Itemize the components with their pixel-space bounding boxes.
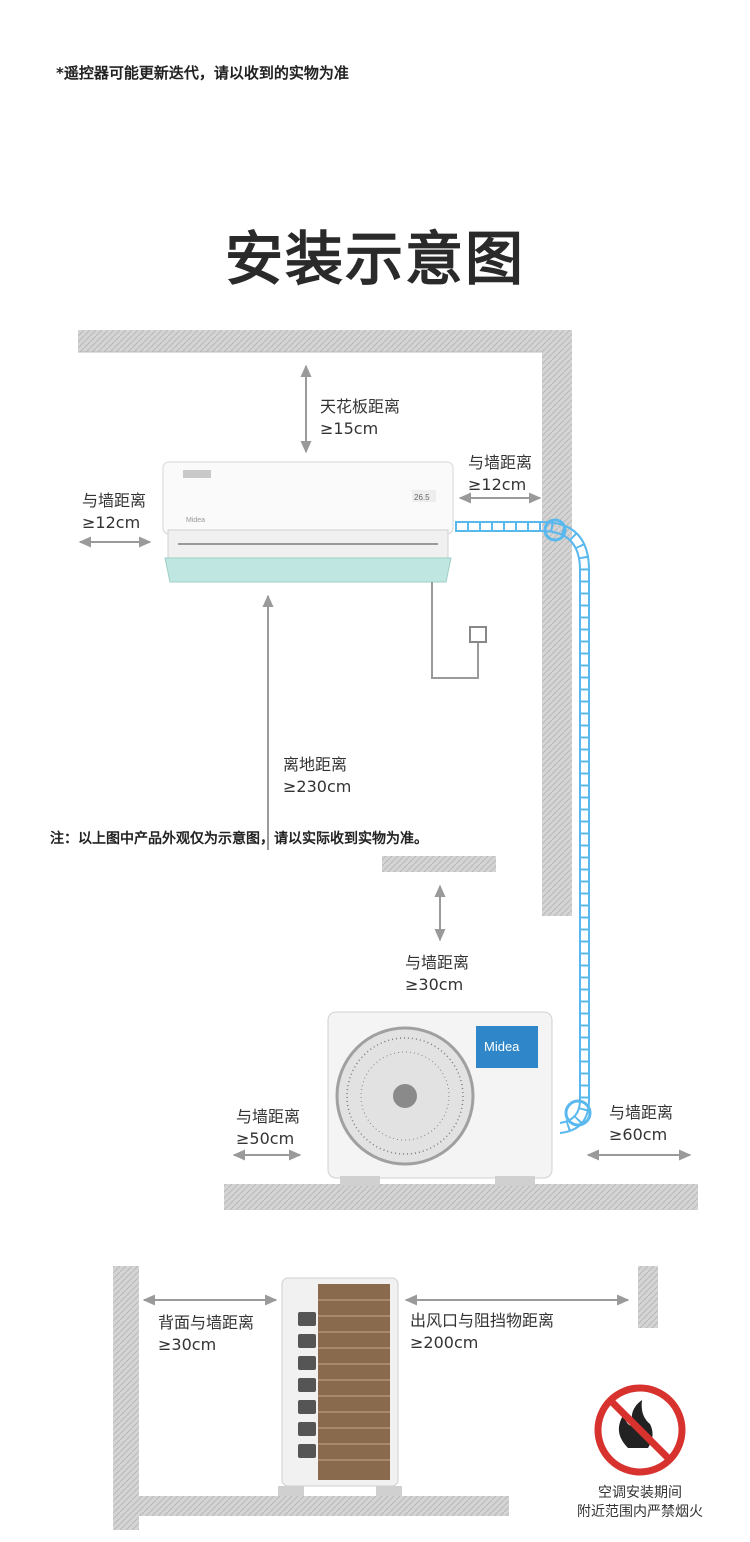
ceiling-clearance-value: ≥15cm bbox=[320, 419, 379, 438]
no-smoking-line2: 附近范围内严禁烟火 bbox=[577, 1504, 703, 1520]
appearance-disclaimer: 注：以上图中产品外观仅为示意图，请以实际收到实物为准。 bbox=[50, 831, 428, 847]
refrigerant-pipe bbox=[455, 518, 592, 1134]
right-wall-clearance-title: 与墙距离 bbox=[468, 453, 533, 472]
outdoor-ac-unit: Midea bbox=[327, 1011, 553, 1186]
outdoor-right-clearance-label: 与墙距离 ≥60cm bbox=[609, 1102, 673, 1146]
left-wall-clearance-value: ≥12cm bbox=[82, 513, 141, 532]
floor-clearance-label: 离地距离 ≥230cm bbox=[283, 754, 351, 798]
right-wall-clearance-value: ≥12cm bbox=[468, 475, 527, 494]
outdoor-top-clearance-title: 与墙距离 bbox=[405, 953, 470, 972]
outlet-clearance-value: ≥200cm bbox=[410, 1333, 479, 1352]
outdoor-top-clearance-value: ≥30cm bbox=[405, 975, 464, 994]
outdoor-left-clearance-label: 与墙距离 ≥50cm bbox=[236, 1106, 300, 1150]
right-wall-clearance-label: 与墙距离 ≥12cm bbox=[468, 452, 532, 496]
remote-update-note: *遥控器可能更新迭代，请以收到的实物为准 bbox=[56, 64, 349, 82]
back-clearance-label: 背面与墙距离 ≥30cm bbox=[158, 1312, 254, 1356]
outdoor-logo-text: Midea bbox=[484, 1039, 520, 1054]
outlet-clearance-label: 出风口与阻挡物距离 ≥200cm bbox=[410, 1310, 554, 1354]
no-smoking-line1: 空调安装期间 bbox=[598, 1485, 682, 1501]
side-view-walls bbox=[113, 1266, 658, 1530]
ground-slab bbox=[224, 1184, 698, 1210]
outdoor-left-clearance-value: ≥50cm bbox=[236, 1129, 295, 1148]
side-view-outdoor-unit bbox=[278, 1277, 402, 1496]
outdoor-right-clearance-value: ≥60cm bbox=[609, 1125, 668, 1144]
left-wall-clearance-label: 与墙距离 ≥12cm bbox=[82, 490, 146, 534]
page-title: 安装示意图 bbox=[224, 225, 525, 293]
indoor-brand-text: Midea bbox=[186, 517, 205, 524]
back-clearance-title: 背面与墙距离 bbox=[158, 1313, 255, 1332]
outdoor-top-clearance-label: 与墙距离 ≥30cm bbox=[405, 952, 469, 996]
left-wall-clearance-title: 与墙距离 bbox=[82, 491, 147, 510]
outlet-clearance-title: 出风口与阻挡物距离 bbox=[410, 1311, 555, 1330]
outdoor-right-clearance-title: 与墙距离 bbox=[609, 1103, 674, 1122]
indoor-display: 26.5 bbox=[414, 493, 430, 502]
floor-clearance-title: 离地距离 bbox=[283, 755, 348, 774]
ceiling-clearance-title: 天花板距离 bbox=[320, 397, 401, 416]
side-wall bbox=[542, 330, 572, 916]
outdoor-left-clearance-title: 与墙距离 bbox=[236, 1107, 301, 1126]
floor-clearance-value: ≥230cm bbox=[283, 777, 352, 796]
ceiling-clearance-label: 天花板距离 ≥15cm bbox=[320, 396, 400, 440]
small-ledge bbox=[382, 856, 496, 872]
power-cable bbox=[431, 582, 487, 679]
back-clearance-value: ≥30cm bbox=[158, 1335, 217, 1354]
ceiling-wall bbox=[78, 330, 572, 353]
no-fire-icon bbox=[594, 1384, 686, 1476]
indoor-ac-unit: Midea 26.5 bbox=[162, 461, 454, 583]
no-smoking-caption: 空调安装期间 附近范围内严禁烟火 bbox=[560, 1484, 720, 1522]
